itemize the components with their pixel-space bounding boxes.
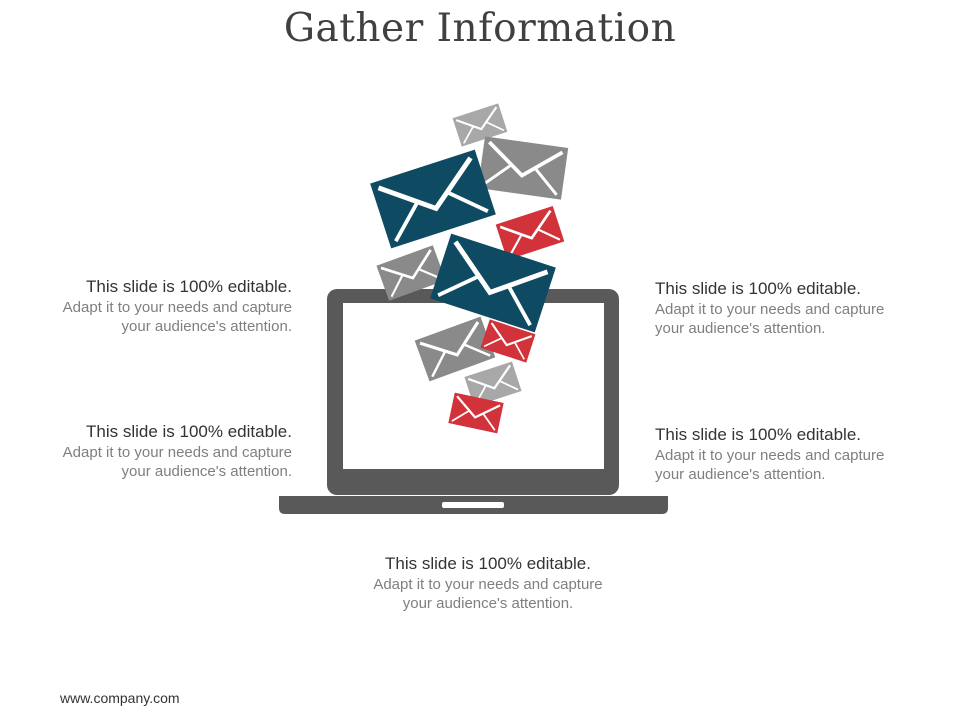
block-heading: This slide is 100% editable. bbox=[85, 277, 292, 296]
block-body-line: your audience's attention. bbox=[121, 463, 292, 480]
text-block-left-top: This slide is 100% editable. Adapt it to… bbox=[0, 276, 292, 336]
block-body-line: your audience's attention. bbox=[655, 466, 826, 483]
text-block-left-bottom: This slide is 100% editable. Adapt it to… bbox=[0, 421, 292, 481]
block-body-line: Adapt it to your needs and capture bbox=[655, 447, 885, 464]
block-body-line: your audience's attention. bbox=[655, 320, 826, 337]
block-body-line: your audience's attention. bbox=[402, 595, 574, 612]
envelope-icon bbox=[475, 134, 571, 202]
block-heading: This slide is 100% editable. bbox=[655, 425, 862, 444]
envelope-icon bbox=[370, 150, 496, 249]
block-body-line: Adapt it to your needs and capture bbox=[62, 444, 292, 461]
block-body-line: Adapt it to your needs and capture bbox=[373, 576, 603, 593]
text-block-center: This slide is 100% editable. Adapt it to… bbox=[338, 553, 638, 613]
block-heading: This slide is 100% editable. bbox=[655, 279, 862, 298]
text-block-right-top: This slide is 100% editable. Adapt it to… bbox=[655, 278, 955, 338]
footer-url: www.company.com bbox=[60, 690, 180, 706]
block-body-line: your audience's attention. bbox=[121, 318, 292, 335]
slide-title: Gather Information bbox=[283, 6, 677, 51]
block-heading: This slide is 100% editable. bbox=[85, 422, 292, 441]
block-heading: This slide is 100% editable. bbox=[384, 554, 591, 573]
text-block-right-bottom: This slide is 100% editable. Adapt it to… bbox=[655, 424, 955, 484]
block-body-line: Adapt it to your needs and capture bbox=[655, 301, 885, 318]
block-body-line: Adapt it to your needs and capture bbox=[62, 299, 292, 316]
